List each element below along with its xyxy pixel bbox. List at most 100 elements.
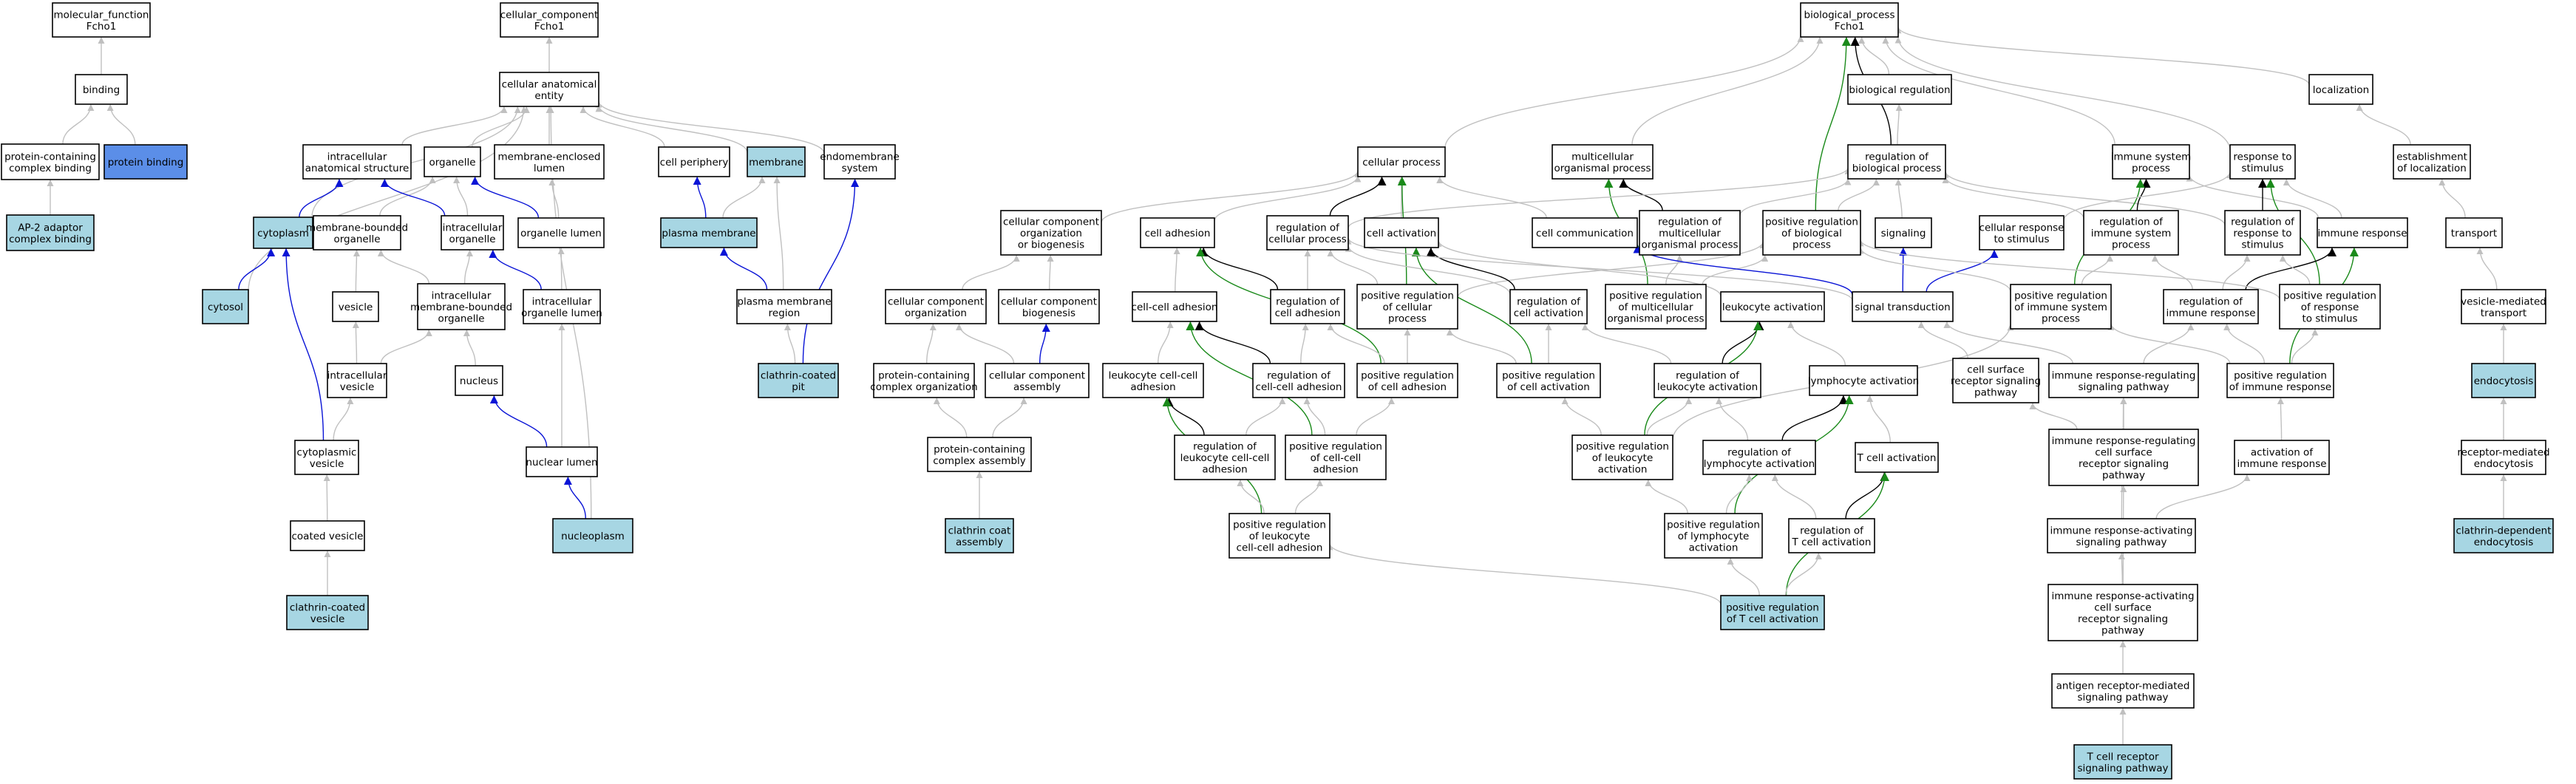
term-node-signaling[interactable]: signaling [1875, 217, 1932, 248]
term-node-orglumen[interactable]: organelle lumen [517, 217, 605, 248]
term-node-endocytosis[interactable]: endocytosis [2471, 363, 2536, 398]
term-box [441, 215, 504, 250]
term-node-immresp[interactable]: immune response [2317, 217, 2408, 248]
term-node-nucleoplasm[interactable]: nucleoplasm [552, 518, 633, 553]
term-node-cellper[interactable]: cell periphery [658, 146, 730, 177]
term-node-vesicle[interactable]: vesicle [332, 291, 379, 322]
term-node-cellcomm[interactable]: cell communication [1532, 217, 1638, 248]
term-node-tcellact[interactable]: T cell activation [1855, 442, 1939, 473]
term-node-binding[interactable]: binding [75, 74, 128, 105]
term-node-pm[interactable]: plasma membrane [660, 217, 758, 248]
term-node-leukact[interactable]: leukocyte activation [1720, 291, 1825, 322]
term-node-protbind[interactable]: protein binding [103, 144, 188, 180]
term-node-organelle[interactable]: organelle [424, 146, 481, 177]
term-node-nuclumen[interactable]: nuclear lumen [526, 446, 598, 477]
term-box [885, 289, 987, 324]
term-node-membrane[interactable]: membrane [747, 146, 806, 177]
term-node-coatves[interactable]: coated vesicle [290, 520, 365, 551]
term-node-cytosol[interactable]: cytosol [202, 289, 249, 324]
term-node-cca2[interactable]: cell-cell adhesion [1132, 291, 1218, 322]
term-node-nucleus[interactable]: nucleus [455, 365, 503, 396]
term-node-sigtrans[interactable]: signal transduction [1852, 291, 1954, 322]
term-label-line: regulation of [1676, 369, 1740, 381]
term-node-transport[interactable]: transport [2445, 217, 2503, 248]
term-node-localization[interactable]: localization [2308, 74, 2373, 105]
term-node-lymphact[interactable]: lymphocyte activation [1808, 365, 1919, 396]
term-node-cellproc[interactable]: cellular process [1357, 146, 1446, 177]
term-node-celladh[interactable]: cell adhesion [1140, 217, 1215, 248]
term-node-cellact[interactable]: cell activation [1364, 217, 1439, 248]
term-node-cytoplasm[interactable]: cytoplasm [253, 217, 313, 249]
term-node-regtca[interactable]: regulation ofT cell activation [1788, 518, 1875, 553]
term-node-bioreg[interactable]: biological regulation [1847, 74, 1952, 105]
